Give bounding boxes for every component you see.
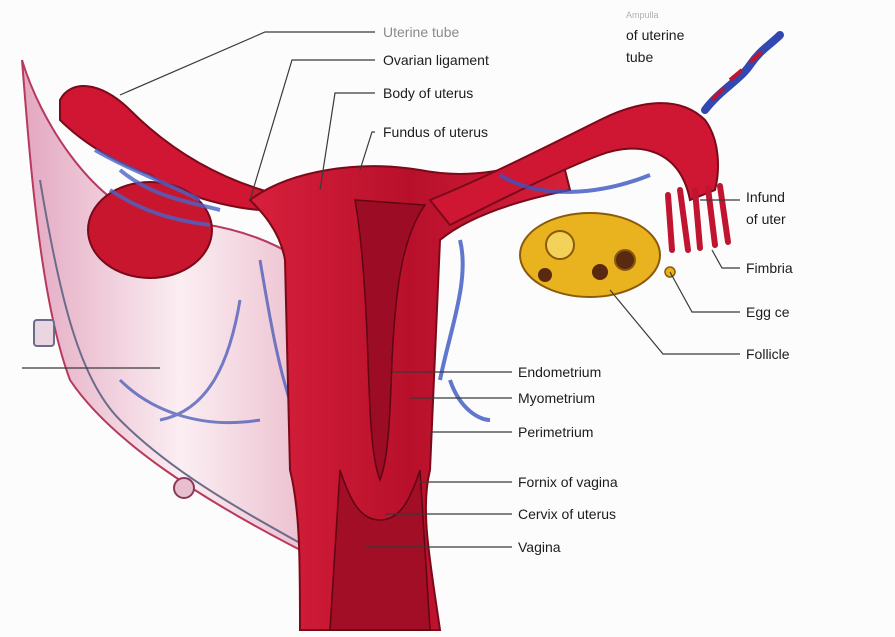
label-infundibulum-1: Infund (746, 189, 785, 205)
leader-fimbriae (712, 250, 740, 268)
leader-egg-cell (670, 272, 740, 312)
label-fimbriae: Fimbria (746, 260, 793, 276)
label-follicle: Follicle (746, 346, 790, 362)
coiled-vessel (705, 35, 780, 110)
label-myometrium: Myometrium (518, 390, 595, 406)
label-fornix-of-vagina: Fornix of vagina (518, 474, 618, 490)
follicle-small (592, 264, 608, 280)
label-ovarian-ligament: Ovarian ligament (383, 52, 489, 68)
label-infundibulum-2: of uter (746, 211, 786, 227)
label-egg-cell: Egg ce (746, 304, 790, 320)
leader-follicle (610, 290, 740, 354)
coiled-vessel-red (712, 52, 762, 100)
label-uterine-tube: Uterine tube (383, 24, 459, 40)
label-cervix-of-uterus: Cervix of uterus (518, 506, 616, 522)
ligament-node (174, 478, 194, 498)
leader-fundus (360, 132, 375, 170)
ligament-clip (34, 320, 54, 346)
right-ovary (520, 213, 660, 297)
label-of-uterine-tube-1: of uterine (626, 27, 685, 43)
leader-uterine-tube (120, 32, 375, 95)
label-of-uterine-tube-2: tube (626, 49, 653, 65)
follicle-large (546, 231, 574, 259)
label-fundus-of-uterus: Fundus of uterus (383, 124, 488, 140)
follicle-small-2 (538, 268, 552, 282)
fimbriae (668, 186, 728, 250)
label-vagina: Vagina (518, 539, 561, 555)
follicle-dark (615, 250, 635, 270)
label-endometrium: Endometrium (518, 364, 601, 380)
right-uterine-tube (430, 103, 718, 225)
label-perimetrium: Perimetrium (518, 424, 593, 440)
label-ampulla-partial: Ampulla (626, 10, 659, 20)
label-body-of-uterus: Body of uterus (383, 85, 473, 101)
